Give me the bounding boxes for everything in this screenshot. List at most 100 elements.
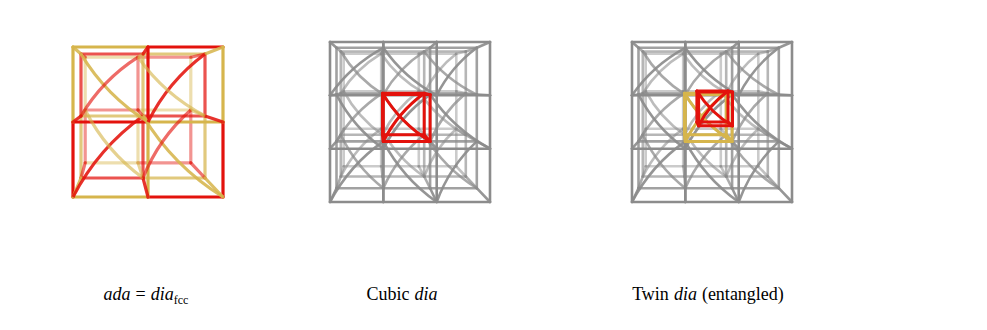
ada-net (203, 54, 206, 116)
dia-net (739, 141, 779, 202)
dia-net (424, 93, 430, 94)
dia-net (777, 95, 780, 142)
caption-text: dia (674, 284, 697, 304)
dia-net (643, 54, 683, 93)
ada-net (81, 57, 138, 116)
dia-net (632, 141, 639, 148)
twin-cell (697, 90, 728, 93)
twin-cell (697, 91, 733, 126)
dia-net (685, 140, 732, 143)
highlight-cell (424, 93, 430, 94)
dia-net (341, 52, 384, 95)
dia-net (430, 42, 437, 48)
dia-net (424, 54, 456, 93)
dia-net (437, 201, 490, 204)
dia-net (339, 52, 342, 94)
dia-net (685, 41, 738, 44)
ada-net (73, 45, 148, 48)
dia-net (382, 149, 385, 202)
ada-net (141, 116, 144, 178)
dia-net (726, 177, 732, 189)
dia-net (429, 95, 432, 142)
dia-net (683, 54, 726, 93)
dia-net (337, 93, 383, 141)
dia-net (341, 129, 381, 177)
dia-net (643, 129, 683, 177)
highlight-cell (383, 92, 425, 95)
highlight-cell (429, 95, 432, 142)
dia-net (766, 93, 769, 135)
twin-cell (683, 93, 686, 135)
dia-net (383, 140, 430, 143)
dia-net (758, 52, 768, 54)
ada-net (143, 47, 148, 54)
dia-net (684, 149, 687, 202)
dia-net (424, 177, 430, 189)
dia-net (475, 48, 478, 95)
ada-net (138, 56, 191, 59)
caption-text: dia (151, 284, 174, 304)
dia-net (383, 187, 430, 190)
caption-text: (entangled) (702, 284, 784, 304)
dia-net (791, 42, 794, 95)
dia-net (685, 187, 732, 190)
ada-net (73, 116, 143, 197)
ada-net (71, 122, 74, 197)
dia-net (489, 95, 492, 148)
dia-net (455, 54, 458, 91)
dia-net (791, 149, 794, 202)
ada-net (148, 120, 223, 123)
ada-net (73, 116, 81, 122)
dia-net (437, 141, 477, 202)
dia-net (731, 48, 734, 95)
caption-text: dia (414, 284, 437, 304)
dia-net (337, 187, 384, 190)
dia-net (430, 93, 466, 141)
dia-net (685, 46, 732, 49)
ada-net (205, 116, 223, 122)
dia-net (631, 149, 634, 202)
dia-net (381, 93, 384, 135)
dia-net (335, 95, 338, 142)
ada-net (84, 110, 87, 163)
ada-net (81, 176, 143, 179)
ada-net (79, 54, 82, 116)
dia-net (685, 48, 738, 96)
highlight-cell (381, 93, 384, 135)
dia-net (632, 42, 639, 48)
dia-net (632, 41, 685, 44)
dia-net (632, 201, 685, 204)
dia-net (632, 48, 685, 96)
ada-net (85, 56, 138, 59)
dia-net (330, 48, 383, 96)
ada-net (205, 47, 223, 54)
caption-text: Cubic (366, 284, 409, 304)
dia-net (330, 141, 337, 148)
dia-net (464, 93, 467, 135)
dia-net (777, 48, 780, 95)
dia-net (684, 188, 687, 202)
dia-net (383, 48, 436, 96)
dia-net (779, 42, 792, 48)
dia-net (419, 91, 466, 135)
dia-net (643, 52, 686, 95)
dia-net (779, 93, 792, 96)
dia-net (329, 149, 332, 202)
dia-net (685, 50, 727, 53)
dia-net (424, 52, 477, 95)
dia-net (637, 95, 640, 142)
ada-net (146, 47, 149, 122)
caption: Cubicdia (366, 284, 437, 305)
dia-net (721, 91, 768, 135)
dia-net (477, 188, 490, 202)
dia-net (456, 52, 466, 54)
twin-cell (695, 91, 698, 122)
dia-net (683, 93, 686, 135)
ada-net (221, 47, 224, 122)
dia-net (639, 187, 686, 190)
dia-net (344, 91, 383, 135)
dia-net (779, 188, 792, 202)
twin-cell (727, 91, 730, 122)
dia-net (437, 41, 490, 44)
dia-net (330, 42, 337, 48)
